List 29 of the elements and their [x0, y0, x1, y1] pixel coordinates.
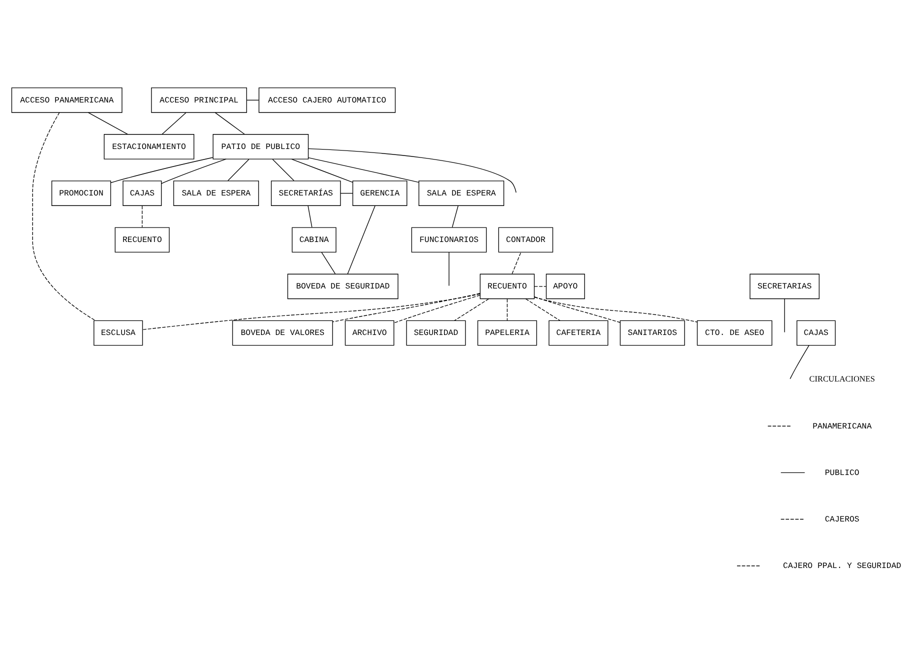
connector — [214, 112, 244, 134]
connector — [307, 156, 418, 182]
connector — [534, 296, 620, 322]
connector — [789, 344, 809, 379]
connector — [87, 112, 128, 134]
connector — [320, 252, 336, 274]
connector — [227, 158, 249, 180]
connector — [454, 298, 489, 320]
connector — [534, 296, 697, 322]
connector — [272, 158, 294, 180]
connector — [110, 156, 213, 183]
connector — [161, 112, 186, 134]
connector — [511, 252, 521, 274]
connector — [142, 293, 480, 330]
connector — [290, 158, 352, 182]
connector — [332, 292, 480, 322]
connector — [246, 99, 259, 100]
connector — [307, 205, 312, 228]
connector — [524, 298, 560, 320]
connector — [308, 148, 516, 192]
connector — [340, 192, 352, 194]
connector — [346, 204, 375, 274]
connector — [448, 252, 449, 286]
connector — [393, 294, 480, 323]
connector — [506, 298, 508, 320]
connector — [32, 112, 96, 320]
connector — [451, 205, 458, 228]
connector — [160, 158, 226, 184]
connector — [141, 205, 142, 228]
